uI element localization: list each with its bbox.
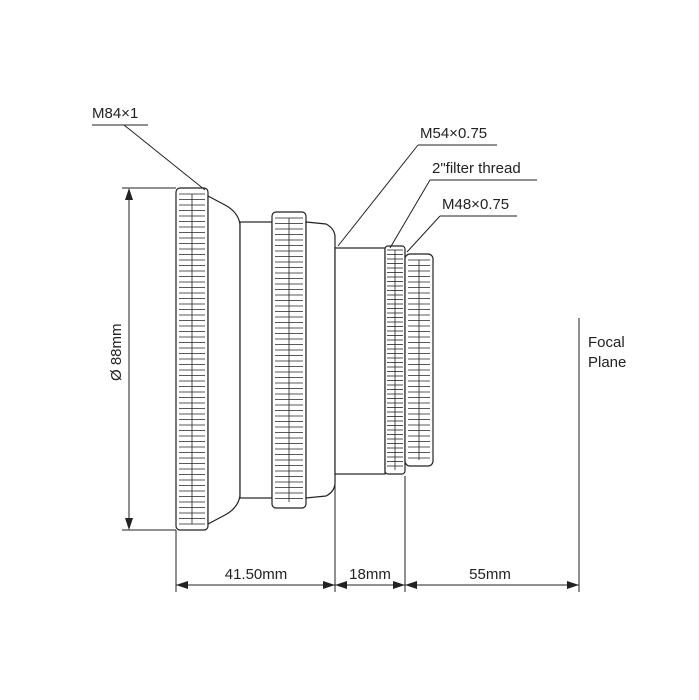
arrow-c-left: [405, 581, 417, 589]
arrow-b-right: [393, 581, 405, 589]
focal-plane-label-line1: Focal: [588, 334, 625, 351]
rear-step: [305, 221, 336, 499]
tapered-body: [207, 195, 241, 525]
length-b-label: 18mm: [349, 566, 391, 583]
knurl-pattern: [179, 193, 430, 525]
arrow-a-left: [176, 581, 188, 589]
diameter-label: Ø 88mm: [108, 323, 125, 381]
leader-lines: [92, 124, 537, 253]
lens-body: [175, 187, 434, 531]
leader-m54: [337, 144, 419, 247]
arrow-a-right: [323, 581, 335, 589]
leader-filter: [389, 179, 431, 249]
diameter-arrow-top: [125, 188, 133, 200]
callout-m48: M48×0.75: [442, 196, 509, 213]
leader-m48: [406, 215, 441, 253]
length-dimensions: 41.50mm 18mm 55mm: [175, 318, 580, 592]
callout-m54: M54×0.75: [420, 125, 487, 142]
rear-barrel: [334, 247, 386, 475]
arrow-c-right: [567, 581, 579, 589]
length-a-label: 41.50mm: [225, 566, 288, 583]
diameter-dimension: Ø 88mm: [108, 187, 176, 531]
leader-m84: [123, 124, 206, 191]
length-c-label: 55mm: [469, 566, 511, 583]
focal-plane-label-line2: Plane: [588, 354, 626, 371]
body-section: [239, 221, 273, 499]
diameter-arrow-bottom: [125, 518, 133, 530]
callout-m84: M84×1: [92, 105, 138, 122]
callout-filter-thread: 2"filter thread: [432, 160, 521, 177]
arrow-b-left: [335, 581, 347, 589]
